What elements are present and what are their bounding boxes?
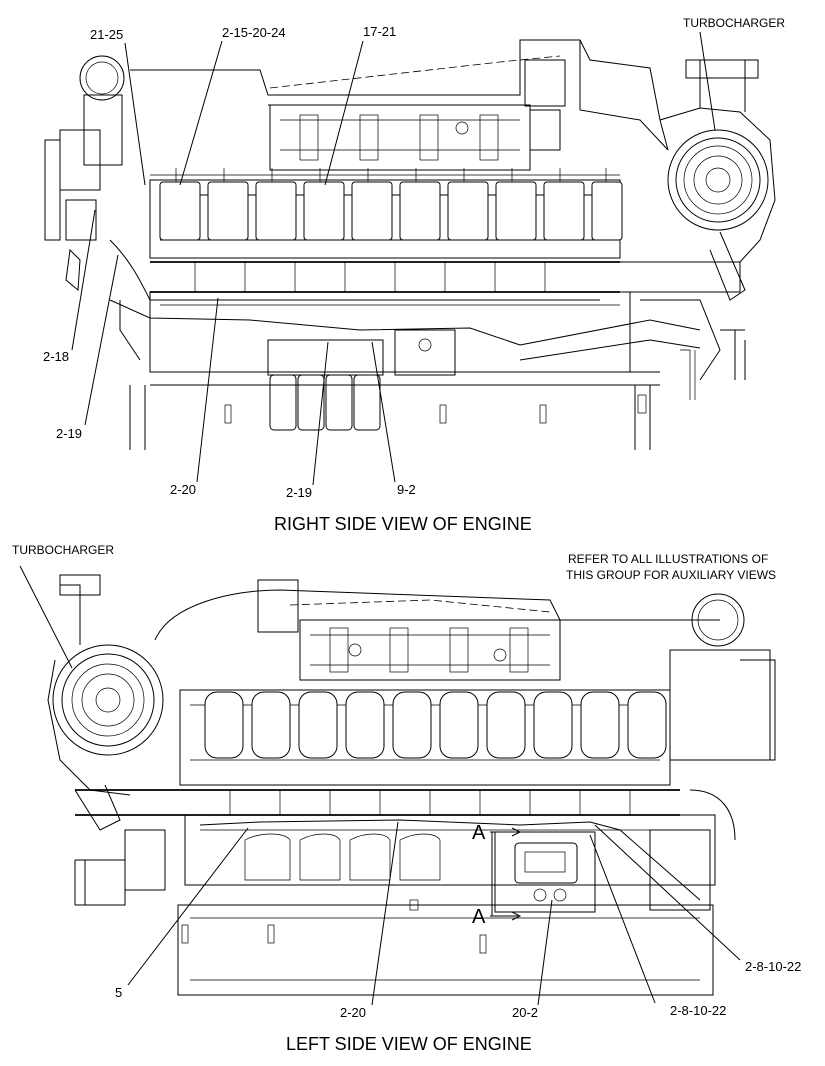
callout-5: 5 [115, 985, 122, 1000]
left-turbocharger-label: TURBOCHARGER [12, 543, 114, 557]
right-side-view: 21-25 2-15-20-24 17-21 2-18 2-19 2-20 2-… [43, 16, 785, 534]
callout-17-21: 17-21 [363, 24, 396, 39]
callout-21-25: 21-25 [90, 27, 123, 42]
callout-9-2: 9-2 [397, 482, 416, 497]
right-turbocharger-label: TURBOCHARGER [683, 16, 785, 30]
left-turbocharger [47, 574, 164, 831]
left-note-line2: THIS GROUP FOR AUXILIARY VIEWS [566, 568, 776, 582]
callout-2-20: 2-20 [170, 482, 196, 497]
right-filters [267, 329, 456, 431]
left-control-module [494, 831, 596, 913]
left-view-caption: LEFT SIDE VIEW OF ENGINE [286, 1034, 532, 1054]
callout-2-20-left: 2-20 [340, 1005, 366, 1020]
left-note-line1: REFER TO ALL ILLUSTRATIONS OF [568, 552, 768, 566]
callout-2-15-20-24: 2-15-20-24 [222, 25, 286, 40]
callout-20-2: 20-2 [512, 1005, 538, 1020]
right-valve-covers [269, 104, 531, 171]
section-marker-a-upper: A [472, 822, 486, 844]
callout-2-8-10-22-bottom: 2-8-10-22 [670, 1003, 726, 1018]
right-turbocharger [659, 59, 776, 301]
left-cylinder-heads [179, 689, 671, 786]
callout-2-19-center: 2-19 [286, 485, 312, 500]
left-side-view: A A TURBOCHARGER REFER TO ALL ILLUSTRATI… [12, 543, 801, 1054]
callout-2-18: 2-18 [43, 349, 69, 364]
callout-2-8-10-22-right: 2-8-10-22 [745, 959, 801, 974]
right-rear-fittings [44, 55, 125, 292]
callout-2-19-left: 2-19 [56, 426, 82, 441]
right-cylinder-heads [149, 168, 623, 259]
section-marker-a-lower: A [472, 906, 486, 928]
right-view-caption: RIGHT SIDE VIEW OF ENGINE [274, 514, 532, 534]
